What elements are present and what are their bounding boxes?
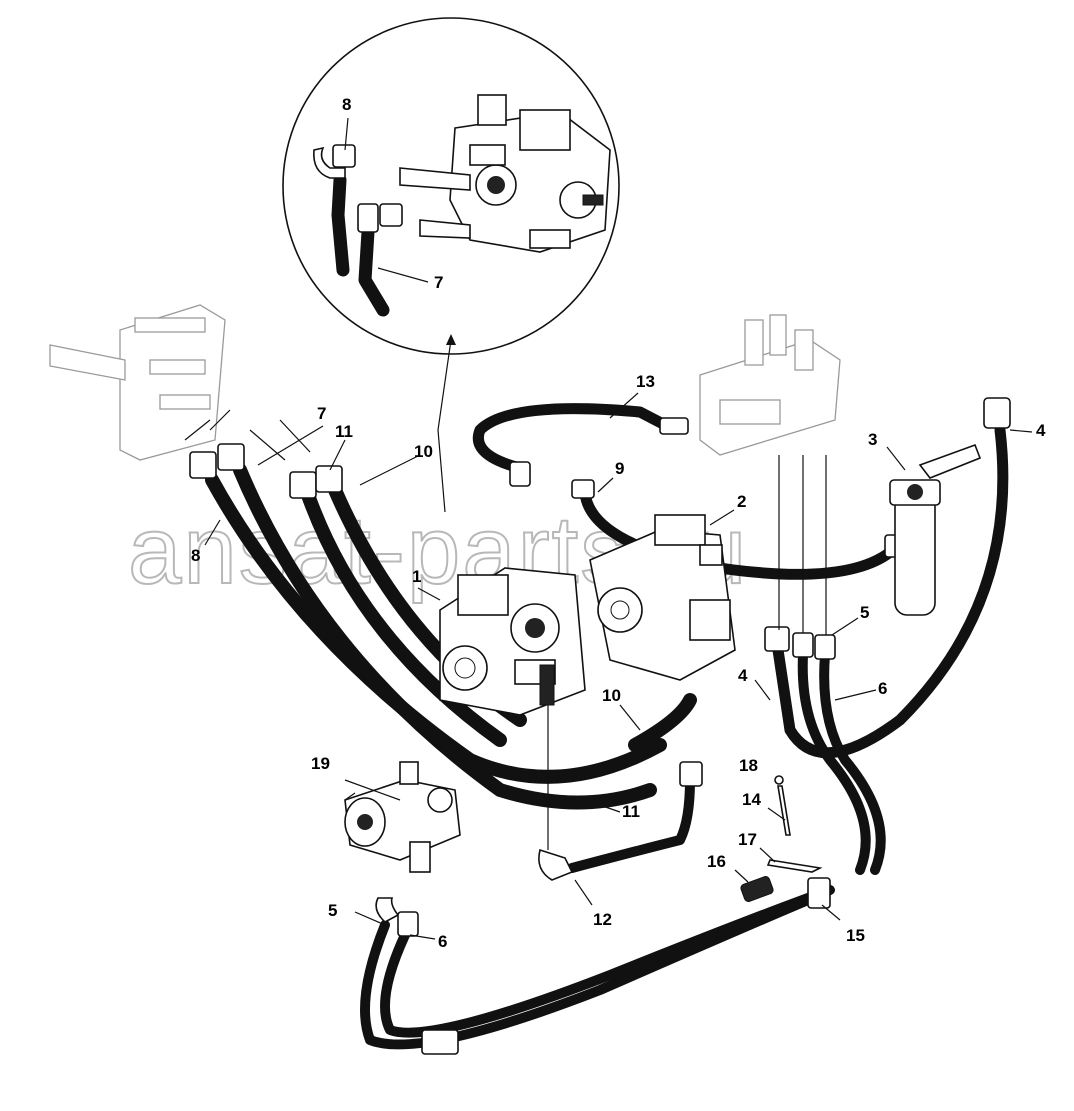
inset-arrow-icon (446, 334, 456, 345)
callout-18: 18 (739, 756, 758, 775)
pin-18 (774, 775, 784, 785)
hose-6-lower (380, 885, 835, 1038)
callout-5: 5 (328, 901, 337, 920)
callout-15: 15 (846, 926, 865, 945)
gear-pump-19 (344, 761, 461, 873)
washer-17 (766, 859, 823, 873)
hose-4 (772, 424, 1009, 759)
callout-8: 8 (191, 546, 200, 565)
callout-6: 6 (878, 679, 887, 698)
callout-5: 5 (860, 603, 869, 622)
callout-12: 12 (593, 910, 612, 929)
callout-14: 14 (742, 790, 761, 809)
hose-12 (567, 775, 695, 873)
spring-16 (740, 876, 774, 902)
leader-lines (204, 117, 1033, 940)
callout-10: 10 (414, 442, 433, 461)
inset-hose-8 (331, 173, 350, 277)
right-control-valve (699, 314, 841, 456)
callout-19: 19 (311, 754, 330, 773)
callout-4: 4 (1036, 421, 1046, 440)
callout-7: 7 (317, 404, 326, 423)
callout-6: 6 (438, 932, 447, 951)
hose-10-right (628, 693, 697, 752)
callout-11: 11 (622, 802, 640, 821)
inset-leader-line (437, 339, 452, 513)
inset-pump (449, 94, 611, 253)
hose-13 (473, 403, 671, 474)
callout-3: 3 (868, 430, 877, 449)
callout-7: 7 (434, 273, 443, 292)
callout-13: 13 (636, 372, 655, 391)
callout-11: 11 (335, 422, 353, 441)
inset-hose-7 (358, 225, 390, 317)
callout-10: 10 (602, 686, 621, 705)
callout-9: 9 (615, 459, 624, 478)
detail-inset (282, 17, 620, 513)
clamp-15 (807, 877, 831, 909)
callouts: 1 2 3 4 4 5 5 6 6 7 7 8 8 9 10 10 11 11 … (191, 95, 1046, 951)
pump-2 (589, 514, 736, 681)
callout-17: 17 (738, 830, 757, 849)
callout-2: 2 (737, 492, 746, 511)
main-pump-1 (439, 567, 586, 716)
hose-5-upper (797, 650, 871, 875)
callout-1: 1 (412, 567, 421, 586)
hose-6-upper (819, 650, 886, 875)
callout-4: 4 (738, 666, 748, 685)
callout-8: 8 (342, 95, 351, 114)
callout-16: 16 (707, 852, 726, 871)
hose-7-run (301, 488, 507, 747)
left-control-valve (49, 304, 226, 461)
bolt-14 (777, 785, 791, 836)
clamp-lower (421, 1029, 459, 1055)
filter-3 (889, 443, 982, 616)
